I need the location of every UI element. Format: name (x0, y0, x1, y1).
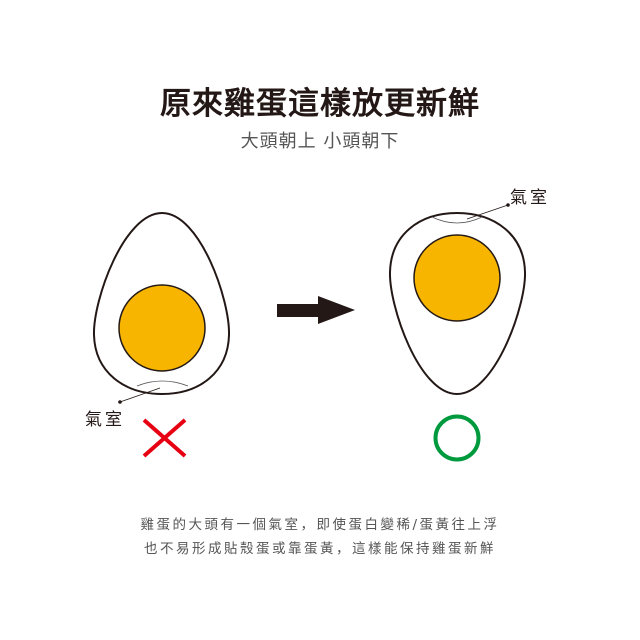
air-cell-label-wrong: 氣室 (85, 410, 125, 430)
description-line: 也不易形成貼殼蛋或靠蛋黃，這樣能保持雞蛋新鮮 (144, 541, 496, 557)
page-title: 原來雞蛋這樣放更新鮮 (160, 86, 480, 122)
air-cell-label-right: 氣室 (510, 188, 550, 208)
description: 雞蛋的大頭有一個氣室，即使蛋白變稀/蛋黃往上浮 也不易形成貼殼蛋或靠蛋黃，這樣能… (0, 513, 640, 561)
air-cell (431, 216, 483, 224)
description-line: 雞蛋的大頭有一個氣室，即使蛋白變稀/蛋黃往上浮 (140, 517, 500, 533)
arrow-right-icon (277, 296, 355, 324)
subtitle: 大頭朝上 小頭朝下 (240, 131, 400, 152)
x-mark-icon (142, 418, 187, 458)
yolk (413, 234, 501, 322)
egg-right-orientation (388, 203, 527, 396)
egg-wrong-orientation (92, 211, 231, 404)
yolk (118, 284, 206, 372)
circle-mark-icon (433, 414, 481, 462)
air-cell (136, 380, 189, 387)
